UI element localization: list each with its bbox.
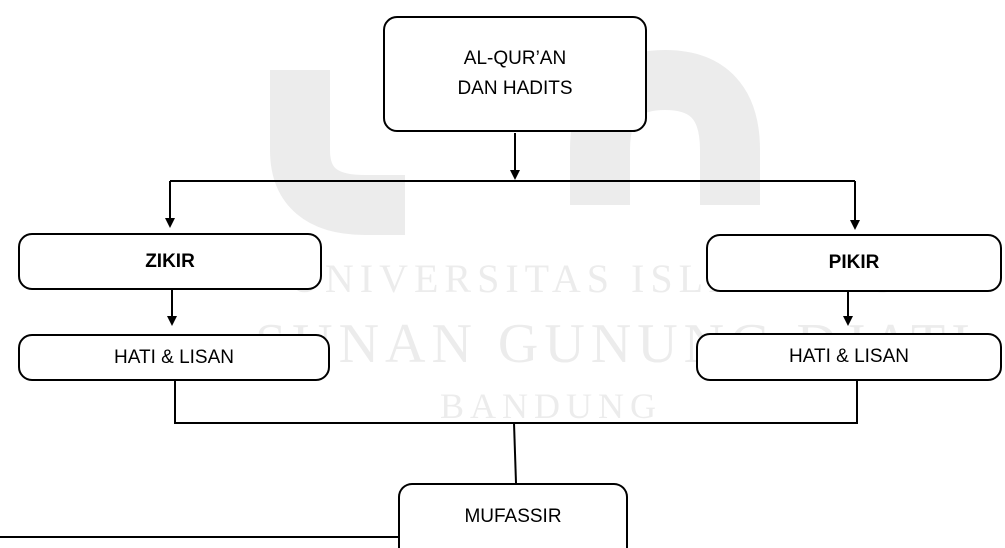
watermark-text-line3: BANDUNG xyxy=(440,386,662,426)
node-source: AL-QUR’AN DAN HADITS xyxy=(383,16,647,132)
node-result-label: MUFASSIR xyxy=(464,505,562,527)
node-zikir-sub: HATI & LISAN xyxy=(18,334,330,381)
connector-merge xyxy=(174,381,858,424)
node-pikir-label: PIKIR xyxy=(828,252,880,273)
node-result: MUFASSIR xyxy=(398,483,628,548)
node-pikir-sub: HATI & LISAN xyxy=(696,333,1002,381)
node-source-line2: DAN HADITS xyxy=(457,78,573,99)
node-source-line1: AL-QUR’AN xyxy=(463,48,567,69)
node-zikir: ZIKIR xyxy=(18,233,322,290)
node-pikir-sub-label: HATI & LISAN xyxy=(788,346,909,367)
node-zikir-label: ZIKIR xyxy=(145,250,195,272)
node-pikir: PIKIR xyxy=(706,234,1002,292)
node-zikir-sub-label: HATI & LISAN xyxy=(113,346,234,368)
watermark-logo-shape xyxy=(270,70,405,235)
connector-merge-down xyxy=(513,422,517,484)
